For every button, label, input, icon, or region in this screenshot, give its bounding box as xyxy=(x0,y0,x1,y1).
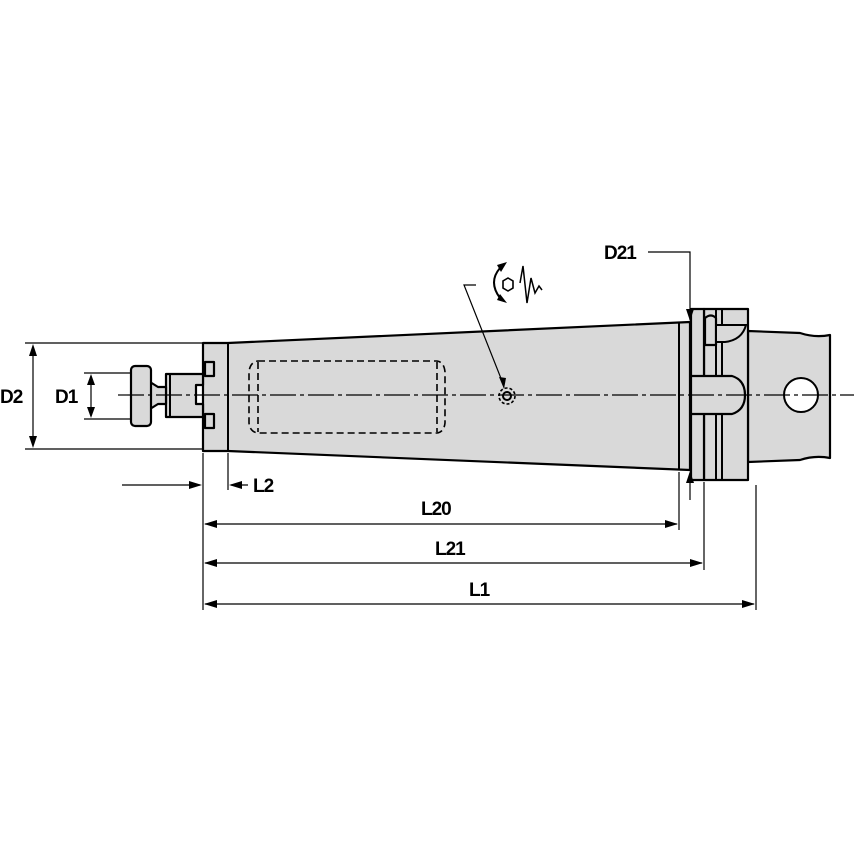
dimension-l21: L21 xyxy=(204,539,703,567)
label-l20: L20 xyxy=(421,499,451,520)
label-l21: L21 xyxy=(435,539,466,560)
dimension-d1: D1 xyxy=(55,372,131,420)
label-d2: D2 xyxy=(0,387,23,408)
front-lugs xyxy=(203,360,216,430)
dimension-l1: L1 xyxy=(204,580,755,608)
front-screw xyxy=(129,364,205,428)
dimension-l2: L2 xyxy=(122,476,275,497)
hex-wrench-rotate-vibration-icon xyxy=(493,262,543,304)
tapered-body xyxy=(201,320,692,472)
extension-lines xyxy=(202,453,757,610)
label-d1: D1 xyxy=(55,387,79,408)
dimension-d2: D2 xyxy=(0,342,202,450)
dimension-l20: L20 xyxy=(204,499,678,528)
label-l1: L1 xyxy=(469,580,491,601)
coolant-port xyxy=(463,284,516,405)
dimension-d21: D21 xyxy=(604,243,694,500)
shank xyxy=(689,307,832,482)
label-l2: L2 xyxy=(253,476,274,497)
label-d21: D21 xyxy=(604,243,637,264)
